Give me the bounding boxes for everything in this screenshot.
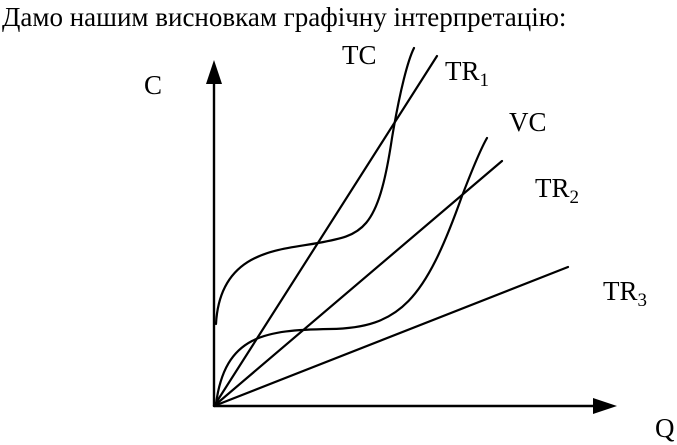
tr2-line [212,159,504,408]
y-axis-label: C [144,70,162,100]
tc-curve [214,46,416,326]
tr1-label-sub: 1 [480,70,490,91]
tr3-label: TR3 [603,276,647,311]
tr1-label-main: TR [445,56,480,86]
tr2-label: TR2 [535,173,579,208]
tr3-label-sub: 3 [638,290,648,311]
x-axis-arrow [593,398,617,414]
tr1-label: TR1 [445,56,489,91]
page-heading: Дамо нашим висновкам графічну інтерпрета… [2,2,567,32]
tr2-label-sub: 2 [570,187,580,208]
tc-label: TC [342,40,377,70]
tr3-line [212,265,570,408]
x-axis-label: Q [655,413,675,443]
tr2-label-main: TR [535,173,570,203]
tr3-label-main: TR [603,276,638,306]
vc-curve [214,136,489,406]
y-axis-arrow [206,60,222,84]
vc-label: VC [509,107,547,137]
tr1-line [212,54,439,408]
